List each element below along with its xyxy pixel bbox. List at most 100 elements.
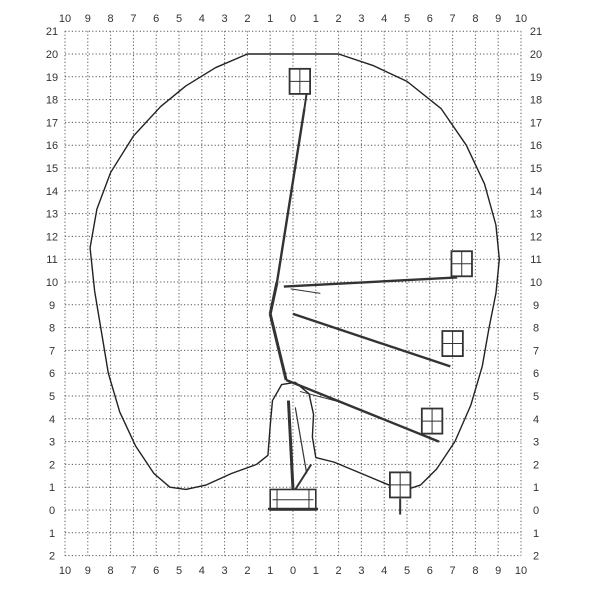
x-tick-label-bottom: 4 <box>199 565 205 577</box>
grid <box>64 30 522 557</box>
x-tick-label-top: 3 <box>222 13 228 25</box>
y-tick-label-right: 19 <box>530 72 542 84</box>
x-tick-label-bottom: 1 <box>267 565 273 577</box>
y-tick-label-right: 5 <box>533 391 539 403</box>
y-tick-label-left: 19 <box>46 72 58 84</box>
x-tick-label-top: 7 <box>450 13 456 25</box>
y-tick-label-left: 5 <box>49 391 55 403</box>
middle-boom <box>268 313 288 381</box>
y-tick-label-left: 20 <box>46 49 58 61</box>
y-tick-label-left: 6 <box>49 368 55 380</box>
upper-boom-diagonal <box>292 312 451 368</box>
x-tick-label-bottom: 9 <box>85 565 91 577</box>
y-tick-label-left: 17 <box>46 117 58 129</box>
x-tick-label-top: 10 <box>59 13 71 25</box>
x-tick-label-bottom: 9 <box>495 565 501 577</box>
x-tick-label-top: 9 <box>495 13 501 25</box>
x-tick-label-top: 0 <box>290 13 296 25</box>
x-tick-label-top: 4 <box>199 13 205 25</box>
x-tick-label-bottom: 5 <box>176 565 182 577</box>
x-tick-label-bottom: 8 <box>472 565 478 577</box>
y-tick-label-right: 18 <box>530 95 542 107</box>
y-tick-label-left: 9 <box>49 300 55 312</box>
x-tick-label-top: 3 <box>358 13 364 25</box>
x-tick-label-top: 4 <box>381 13 387 25</box>
y-tick-label-left: 15 <box>46 163 58 175</box>
x-tick-label-top: 8 <box>472 13 478 25</box>
y-tick-label-left: 2 <box>49 551 55 563</box>
y-tick-label-left: 2 <box>49 459 55 471</box>
y-tick-label-right: 2 <box>533 551 539 563</box>
y-tick-label-left: 16 <box>46 140 58 152</box>
x-tick-label-top: 6 <box>427 13 433 25</box>
x-tick-label-bottom: 10 <box>515 565 527 577</box>
x-tick-label-bottom: 6 <box>153 565 159 577</box>
boom-cylinder <box>299 390 344 404</box>
y-tick-label-right: 10 <box>530 277 542 289</box>
x-tick-label-bottom: 0 <box>290 565 296 577</box>
y-tick-label-left: 1 <box>49 482 55 494</box>
x-tick-label-bottom: 5 <box>404 565 410 577</box>
y-tick-label-right: 4 <box>533 414 539 426</box>
y-tick-label-left: 14 <box>46 186 58 198</box>
y-tick-label-right: 8 <box>533 323 539 335</box>
y-tick-label-left: 12 <box>46 231 58 243</box>
x-tick-label-top: 7 <box>130 13 136 25</box>
x-tick-label-top: 2 <box>336 13 342 25</box>
x-tick-label-top: 9 <box>85 13 91 25</box>
y-tick-label-left: 7 <box>49 345 55 357</box>
x-tick-label-bottom: 8 <box>108 565 114 577</box>
knuckle <box>268 281 279 315</box>
y-tick-label-right: 11 <box>530 254 541 266</box>
x-tick-label-bottom: 1 <box>313 565 319 577</box>
x-tick-label-bottom: 3 <box>222 565 228 577</box>
y-tick-label-right: 17 <box>530 117 542 129</box>
y-tick-label-left: 0 <box>49 505 55 517</box>
y-tick-label-left: 18 <box>46 95 58 107</box>
x-tick-label-top: 1 <box>313 13 319 25</box>
x-tick-label-top: 1 <box>267 13 273 25</box>
y-tick-label-right: 6 <box>533 368 539 380</box>
y-tick-label-left: 1 <box>49 528 55 540</box>
y-tick-label-right: 3 <box>533 437 539 449</box>
x-tick-label-bottom: 10 <box>59 565 71 577</box>
x-tick-label-top: 8 <box>108 13 114 25</box>
lower-boom <box>286 400 295 490</box>
upper-boom <box>275 108 306 283</box>
x-tick-label-bottom: 3 <box>358 565 364 577</box>
y-tick-label-right: 21 <box>530 26 542 38</box>
working-envelope-outline <box>89 53 501 491</box>
x-tick-label-bottom: 7 <box>130 565 136 577</box>
y-tick-label-left: 13 <box>46 209 58 221</box>
y-tick-label-left: 8 <box>49 323 55 335</box>
y-tick-label-right: 15 <box>530 163 542 175</box>
jib-cylinder <box>290 288 321 294</box>
y-tick-label-right: 16 <box>530 140 542 152</box>
y-tick-label-right: 1 <box>533 482 539 494</box>
y-tick-label-right: 7 <box>533 345 539 357</box>
y-tick-label-right: 20 <box>530 49 542 61</box>
x-tick-label-bottom: 6 <box>427 565 433 577</box>
x-tick-label-bottom: 7 <box>450 565 456 577</box>
y-tick-label-left: 11 <box>46 254 57 266</box>
y-tick-label-right: 14 <box>530 186 542 198</box>
upper-boom-low <box>285 378 440 443</box>
x-tick-label-top: 6 <box>153 13 159 25</box>
y-tick-label-right: 12 <box>530 231 542 243</box>
x-tick-label-top: 10 <box>515 13 527 25</box>
x-tick-label-bottom: 4 <box>381 565 387 577</box>
y-tick-label-right: 0 <box>533 505 539 517</box>
x-tick-label-top: 5 <box>176 13 182 25</box>
jib <box>303 92 308 109</box>
aerial-lift-machine <box>267 67 473 515</box>
x-tick-label-bottom: 2 <box>336 565 342 577</box>
y-tick-label-left: 21 <box>46 26 58 38</box>
y-tick-label-right: 1 <box>533 528 539 540</box>
y-tick-label-left: 4 <box>49 414 55 426</box>
y-tick-label-right: 9 <box>533 300 539 312</box>
turret-arm <box>294 463 313 491</box>
x-tick-label-top: 5 <box>404 13 410 25</box>
upper-boom-horizontal <box>283 276 458 288</box>
